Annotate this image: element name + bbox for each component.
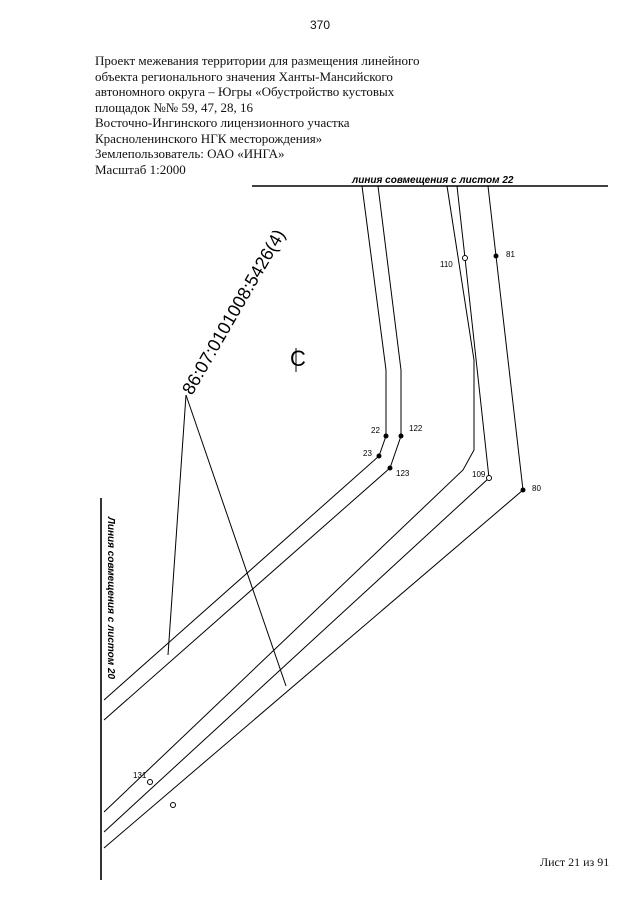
point-123-label: 123 [396,469,410,478]
header-line-2: объекта регионального значения Ханты-Ман… [95,68,393,84]
cadastral-number: 86:07:0101008:5426(4) [178,226,289,398]
point-122-marker [398,433,404,439]
document-header: Проект межевания территории для размещен… [95,53,455,177]
point-23-marker [376,453,382,459]
boundary-line-4 [103,185,490,833]
point-131-label: 131 [133,771,147,780]
header-line-1: Проект межевания территории для размещен… [95,53,420,68]
point-22-label: 22 [371,426,380,435]
point-22-marker [383,433,389,439]
point-109-marker [486,475,492,481]
unlabeled-point-marker [170,802,176,808]
header-line-3: автономного округа – Югры «Обустройство … [95,84,395,99]
point-109-label: 109 [472,470,486,479]
north-symbol: С [290,346,306,371]
boundary-line-3 [103,185,475,813]
match-line-top-label: линия совмещения с листом 22 [351,175,514,186]
boundary-line-5 [103,185,524,849]
leader-line-1 [167,394,187,656]
map-scale: Масштаб 1:2000 [95,161,186,177]
land-user: Землепользователь: ОАО «ИНГА» [95,146,285,161]
point-110-label: 110 [440,260,453,269]
match-line-left-label: Линия совмещения с листом 20 [105,516,116,680]
point-123-marker [387,465,393,471]
leader-line-2 [185,394,287,687]
header-line-4: площадок №№ 59, 47, 28, 16 [95,99,253,115]
point-80-marker [520,487,526,493]
point-23-label: 23 [363,449,372,458]
boundary-line-1 [103,185,387,701]
header-line-5: Восточно-Ингинского лицензионного участк… [95,115,350,130]
page-number: 370 [309,18,331,32]
point-110-marker [462,255,468,261]
point-122-label: 122 [409,424,423,433]
point-81-marker [493,253,499,259]
header-line-6: Красноленинского НГК месторождения» [95,130,323,146]
sheet-number: Лист 21 из 91 [540,855,610,869]
point-80-label: 80 [532,484,541,493]
point-81-label: 81 [506,250,515,259]
point-131-marker [147,779,153,785]
